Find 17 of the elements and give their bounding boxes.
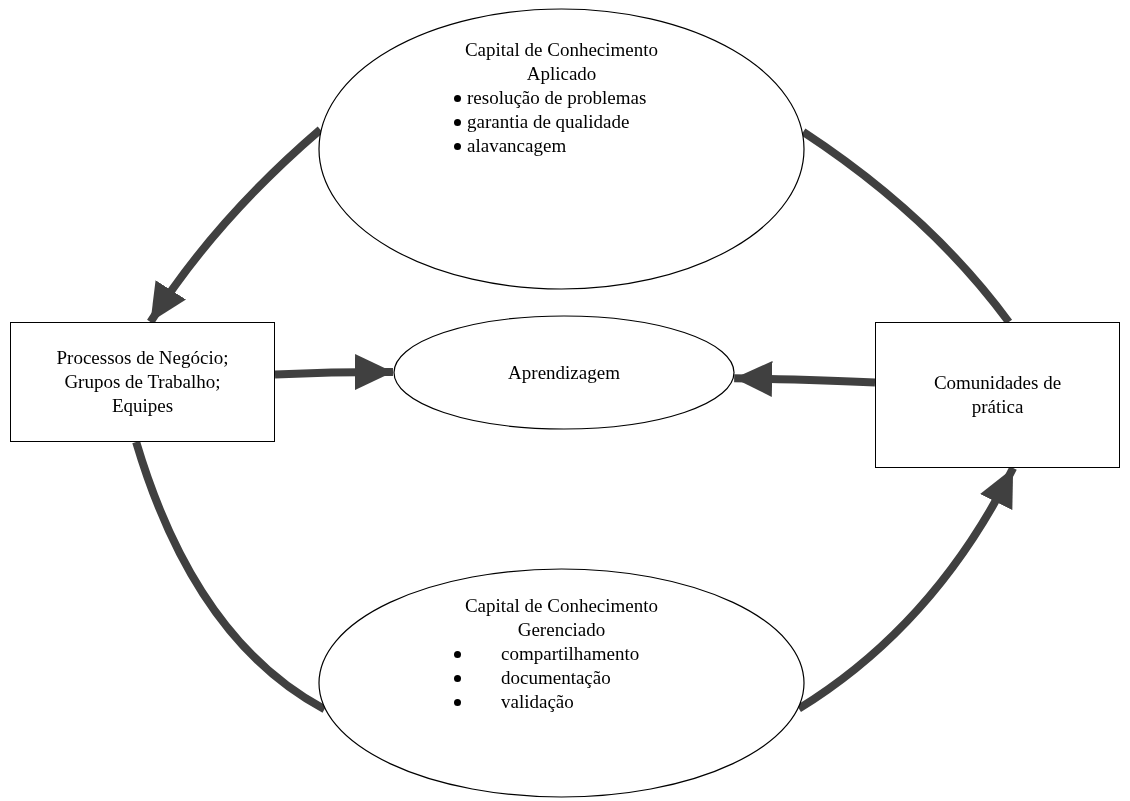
node-label: Aprendizagem xyxy=(508,360,620,385)
list-item: garantia de qualidade xyxy=(467,110,630,134)
list-item: validação xyxy=(501,690,574,714)
arrow xyxy=(734,361,876,397)
ellipse-node xyxy=(318,568,805,798)
list-item: alavancagem xyxy=(467,134,567,158)
list-item: resolução de problemas xyxy=(467,86,647,110)
process-box xyxy=(10,322,275,442)
ellipse-node xyxy=(318,8,805,290)
arrow xyxy=(796,466,1017,712)
ellipse-node xyxy=(393,315,735,430)
list-item: documentação xyxy=(501,666,611,690)
node-label: Processos de Negócio; Grupos de Trabalho; Equipes xyxy=(55,346,230,418)
list-item: compartilhamento xyxy=(501,642,640,666)
arrow xyxy=(274,354,393,391)
process-box xyxy=(875,322,1120,468)
node-label: Comunidades de prática xyxy=(932,371,1063,419)
